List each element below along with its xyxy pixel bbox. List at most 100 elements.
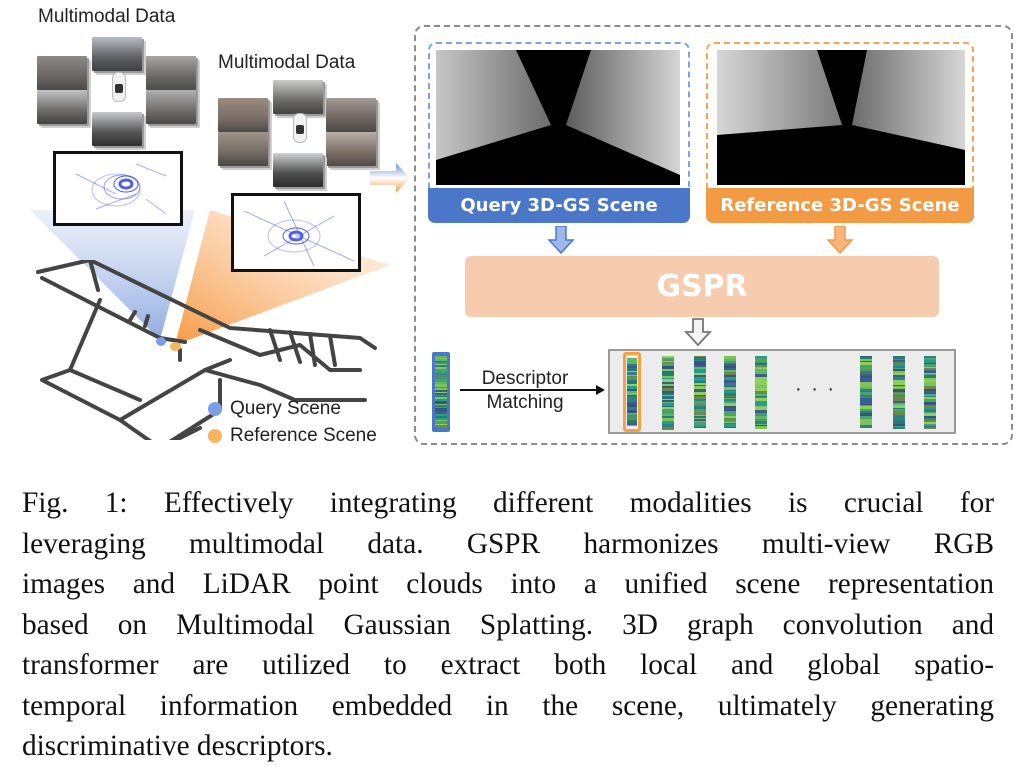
caption-line: Fig. 1: Effectively integrating differen… (22, 487, 994, 519)
descriptor-stripe (893, 389, 905, 392)
caption-line: based on Multimodal Gaussian Splatting. … (22, 608, 994, 641)
descriptor-stripe (694, 386, 706, 387)
descriptor-stripe (627, 358, 637, 361)
descriptor-stripe (893, 363, 905, 365)
descriptor-stripe (724, 397, 736, 398)
descriptor-stripe (893, 405, 905, 408)
descriptor-stripe (924, 374, 936, 375)
descriptor-stripe (860, 378, 872, 381)
descriptor-stripe (662, 356, 674, 358)
descriptor-stripe (724, 372, 736, 375)
descriptor-stripe (662, 412, 674, 414)
database-descriptor (662, 356, 674, 430)
descriptor-stripe (724, 364, 736, 366)
descriptor-stripe (435, 356, 447, 358)
descriptor-stripe (724, 370, 736, 372)
query-scene-card (428, 42, 690, 222)
descriptor-stripe (924, 375, 936, 378)
descriptor-stripe (627, 379, 637, 380)
descriptor-stripe (893, 365, 905, 366)
descriptor-stripe (627, 365, 637, 366)
descriptor-stripe (860, 401, 872, 404)
reference-dot-icon (208, 429, 222, 443)
multimodal-data-title-2: Multimodal Data (218, 52, 356, 73)
descriptor-stripe (435, 359, 447, 361)
descriptor-stripe (694, 373, 706, 375)
descriptor-stripe (724, 368, 736, 370)
descriptor-stripe (694, 425, 706, 427)
descriptor-stripe (924, 382, 936, 385)
descriptor-stripe (435, 405, 447, 407)
descriptor-stripe (755, 373, 767, 374)
descriptor-stripe (435, 379, 447, 382)
camera-image (92, 37, 142, 71)
descriptor-stripe (662, 382, 674, 384)
descriptor-stripe (924, 364, 936, 367)
descriptor-stripe (755, 374, 767, 377)
descriptor-stripe (860, 422, 872, 425)
descriptor-stripe (860, 398, 872, 401)
descriptor-stripe (724, 414, 736, 416)
matching-arrow-icon (460, 385, 605, 395)
descriptor-stripe (755, 425, 767, 426)
descriptor-stripe (755, 356, 767, 358)
descriptor-stripe (755, 388, 767, 391)
descriptor-stripe (724, 386, 736, 387)
database-descriptor (724, 356, 736, 428)
descriptor-stripe (860, 389, 872, 392)
descriptor-stripe (924, 394, 936, 395)
descriptor-stripe (924, 418, 936, 420)
descriptor-stripe (627, 404, 637, 407)
descriptor-stripe (627, 395, 637, 396)
legend-label: Reference Scene (230, 425, 377, 446)
projection-cones (30, 210, 390, 345)
caption-line: leveraging multimodal data. GSPR harmoni… (22, 527, 994, 560)
reference-scene-card (706, 42, 974, 222)
descriptor-stripe (662, 388, 674, 391)
descriptor-stripe (755, 358, 767, 361)
descriptor-stripe (662, 360, 674, 361)
descriptor-stripe (860, 382, 872, 384)
descriptor-stripe (893, 359, 905, 360)
descriptor-stripe (755, 420, 767, 421)
descriptor-stripe (662, 362, 674, 363)
descriptor-stripe (627, 393, 637, 395)
descriptor-stripe (860, 397, 872, 398)
descriptor-stripe (627, 366, 637, 368)
camera-image (218, 98, 268, 132)
descriptor-stripe (755, 377, 767, 379)
car-icon (293, 113, 307, 143)
descriptor-stripe (662, 378, 674, 379)
descriptor-stripe (627, 423, 637, 425)
descriptor-stripe (435, 393, 447, 395)
descriptor-matching-label: Descriptor Matching (470, 367, 580, 415)
descriptor-stripe (662, 386, 674, 388)
camera-image (146, 56, 196, 90)
descriptor-stripe (860, 381, 872, 382)
descriptor-stripe (627, 425, 637, 426)
descriptor-stripe (860, 384, 872, 387)
descriptor-stripe (755, 364, 767, 365)
descriptor-stripe (694, 427, 706, 428)
caption-line: transformer are utilized to extract both… (22, 649, 994, 681)
descriptor-stripe (860, 376, 872, 378)
descriptor-stripe (694, 422, 706, 425)
reference-location-marker (170, 342, 181, 351)
descriptor-stripe (893, 360, 905, 362)
descriptor-stripe (627, 364, 637, 365)
descriptor-bars (435, 356, 447, 428)
descriptor-stripe (662, 379, 674, 382)
camera-image (326, 98, 376, 132)
camera-image (37, 56, 87, 90)
descriptor-stripe (627, 375, 637, 376)
descriptor-stripe (893, 421, 905, 424)
descriptor-stripe (755, 379, 767, 382)
database-descriptor (694, 356, 706, 428)
camera-image (146, 90, 196, 124)
descriptor-stripe (694, 389, 706, 392)
descriptor-stripe (662, 391, 674, 393)
descriptor-stripe (662, 427, 674, 430)
descriptor-stripe (662, 384, 674, 386)
descriptor-stripe (893, 385, 905, 386)
descriptor-stripe (435, 361, 447, 362)
